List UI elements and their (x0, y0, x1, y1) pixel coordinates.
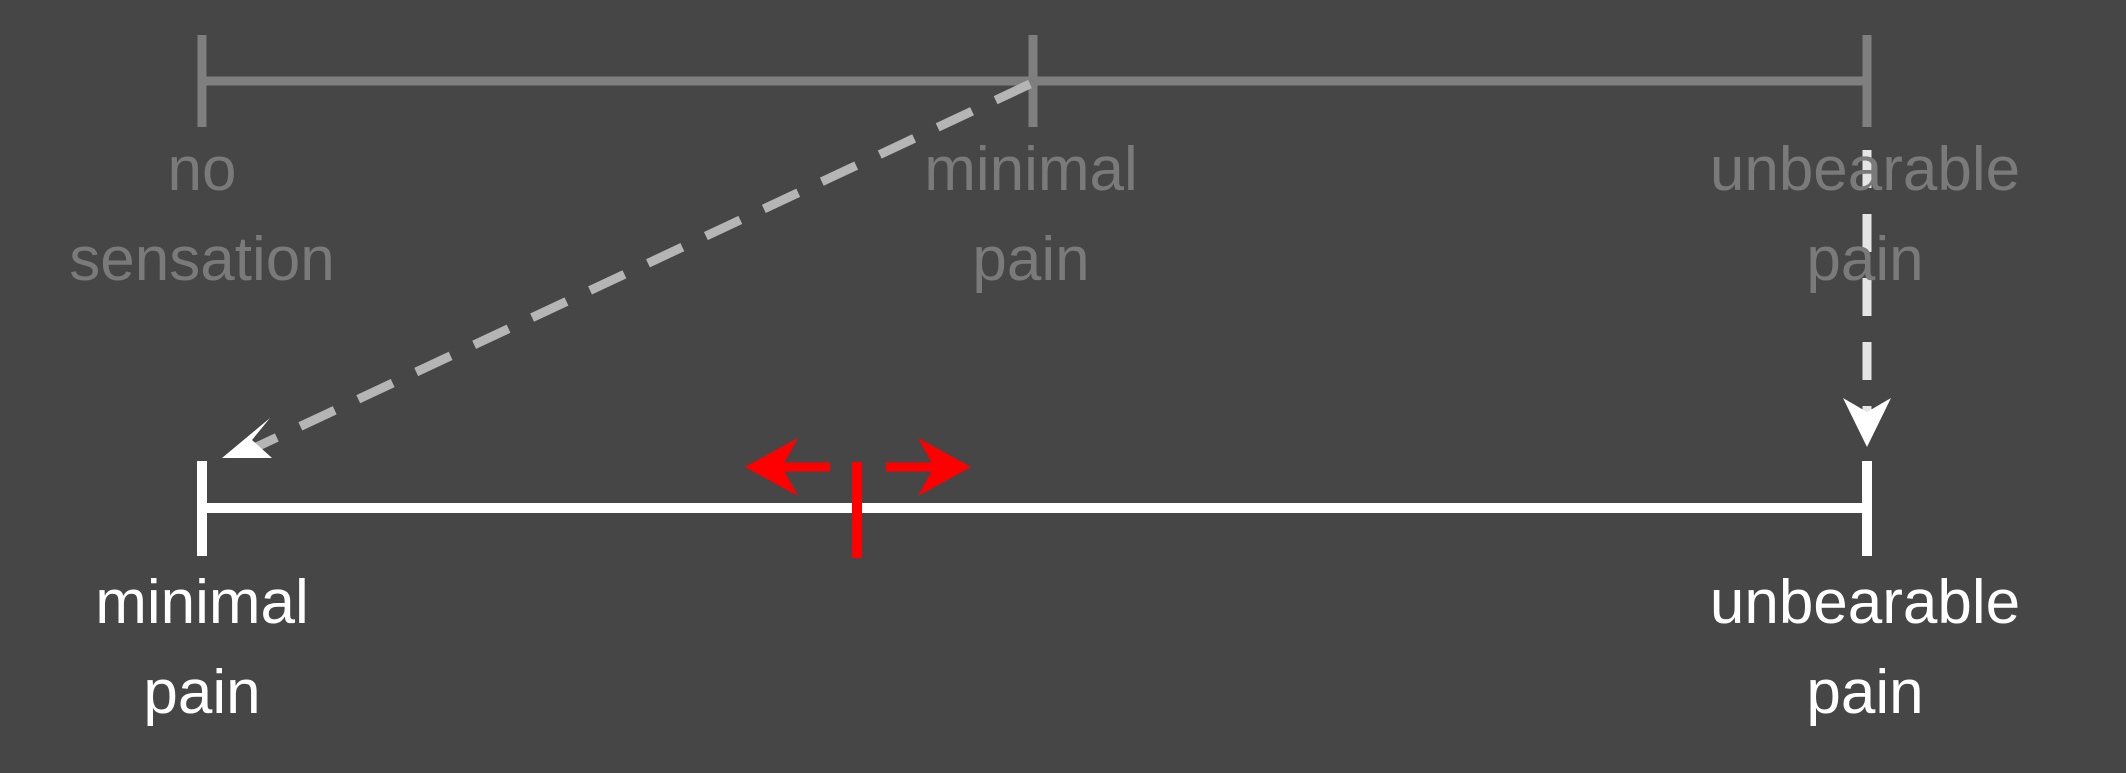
top-label-no-sensation-line2: sensation (69, 225, 335, 294)
bottom-label-unbearable-pain: unbearable pain (1655, 558, 2075, 738)
top-label-unbearable-pain: unbearable pain (1655, 125, 2075, 305)
top-label-unbearable-pain-line1: unbearable (1709, 135, 2021, 204)
mapping-arrow-minimal (248, 79, 1032, 455)
top-label-minimal-pain: minimal pain (821, 125, 1241, 305)
top-label-no-sensation: no sensation (0, 125, 412, 305)
arrowhead-minimal (222, 418, 272, 458)
left-arrow-icon (745, 438, 798, 496)
top-scale (197, 35, 1872, 127)
bottom-scale (197, 461, 1872, 556)
mapping-arrows (222, 79, 1891, 458)
top-label-unbearable-pain-line2: pain (1806, 225, 1924, 294)
bottom-label-unbearable-pain-line1: unbearable (1709, 568, 2021, 637)
top-label-minimal-pain-line1: minimal (924, 135, 1138, 204)
bottom-label-unbearable-pain-line2: pain (1806, 658, 1924, 727)
bottom-label-minimal-pain-line1: minimal (95, 568, 309, 637)
bottom-label-minimal-pain: minimal pain (0, 558, 412, 738)
bottom-label-minimal-pain-line2: pain (143, 658, 261, 727)
top-label-no-sensation-line1: no (167, 135, 237, 204)
arrowhead-unbearable (1843, 398, 1891, 447)
top-label-minimal-pain-line2: pain (972, 225, 1090, 294)
rating-marker[interactable] (745, 438, 971, 558)
right-arrow-icon (918, 438, 971, 496)
